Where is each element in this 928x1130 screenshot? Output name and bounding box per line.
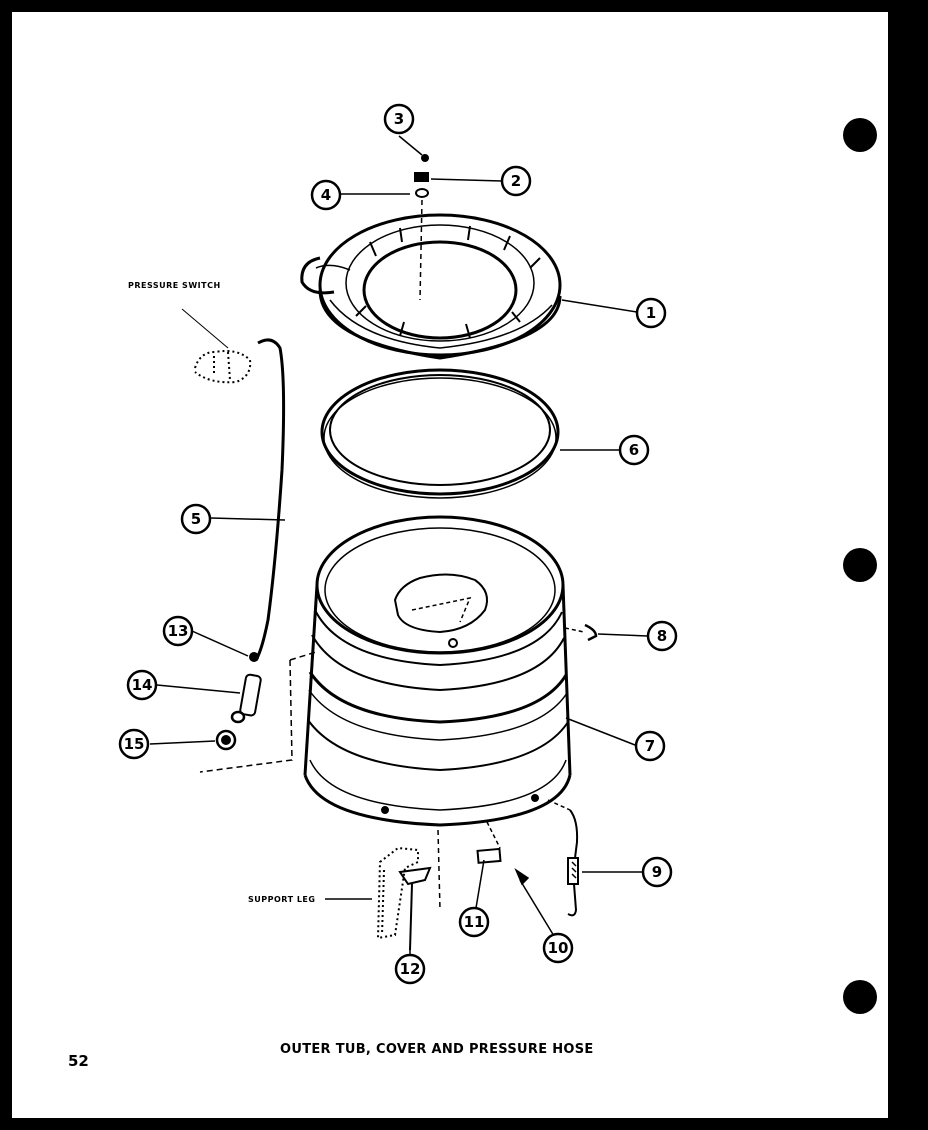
- callout-3: 3: [383, 103, 415, 135]
- callout-11: 11: [458, 906, 490, 938]
- svg-text:14: 14: [132, 676, 153, 694]
- tub-cover: [300, 213, 562, 360]
- svg-text:1: 1: [646, 304, 656, 322]
- page-number: 52: [68, 1052, 89, 1070]
- exploded-parts-diagram: 3 2 4 1 6 5 8 13 14 15 7 9 11 10 12 PRES…: [118, 103, 678, 985]
- svg-text:9: 9: [652, 863, 662, 881]
- support-leg-label: SUPPORT LEG: [248, 895, 315, 904]
- svg-text:11: 11: [464, 913, 485, 931]
- callout-7: 7: [634, 730, 666, 762]
- cover-screw-hardware: [414, 154, 429, 301]
- parts-sheet: 3 2 4 1 6 5 8 13 14 15 7 9 11 10 12 PRES…: [12, 12, 888, 1118]
- svg-text:5: 5: [191, 510, 201, 528]
- drain-plug: [564, 623, 598, 642]
- callout-1: 1: [635, 297, 667, 329]
- callout-12: 12: [394, 953, 426, 985]
- svg-text:8: 8: [657, 627, 667, 645]
- punch-hole: [843, 118, 877, 152]
- svg-text:7: 7: [645, 737, 655, 755]
- svg-text:3: 3: [394, 110, 404, 128]
- svg-text:12: 12: [400, 960, 421, 978]
- callout-5: 5: [180, 503, 212, 535]
- callout-14: 14: [126, 669, 158, 701]
- svg-text:4: 4: [321, 186, 331, 204]
- svg-text:6: 6: [629, 441, 639, 459]
- pressure-switch: [194, 350, 252, 384]
- leader-lines: [149, 135, 649, 955]
- pressure-switch-label: PRESSURE SWITCH: [128, 281, 221, 290]
- tub-gasket: [320, 368, 560, 499]
- svg-text:10: 10: [548, 939, 569, 957]
- support-leg: [376, 846, 419, 940]
- callouts: 3 2 4 1 6 5 8 13 14 15 7 9 11 10 12: [118, 103, 678, 985]
- svg-text:13: 13: [168, 622, 189, 640]
- pressure-hose: [249, 338, 286, 662]
- callout-8: 8: [646, 620, 678, 652]
- spring: [547, 799, 579, 917]
- pressure-switch-leader: [181, 308, 229, 349]
- callout-13: 13: [162, 615, 194, 647]
- hose-fittings: [199, 651, 317, 773]
- figure-caption: OUTER TUB, COVER AND PRESSURE HOSE: [280, 1042, 594, 1057]
- svg-text:15: 15: [124, 735, 145, 753]
- leg-bracket: [398, 829, 441, 951]
- callout-9: 9: [641, 856, 673, 888]
- svg-text:2: 2: [511, 172, 521, 190]
- outer-tub: [303, 515, 572, 827]
- punch-hole: [843, 980, 877, 1014]
- callout-6: 6: [618, 434, 650, 466]
- callout-4: 4: [310, 179, 342, 211]
- callout-2: 2: [500, 165, 532, 197]
- callout-10: 10: [542, 932, 574, 964]
- callout-15: 15: [118, 728, 150, 760]
- punch-hole: [843, 548, 877, 582]
- mounting-pin-and-nut: [476, 821, 530, 886]
